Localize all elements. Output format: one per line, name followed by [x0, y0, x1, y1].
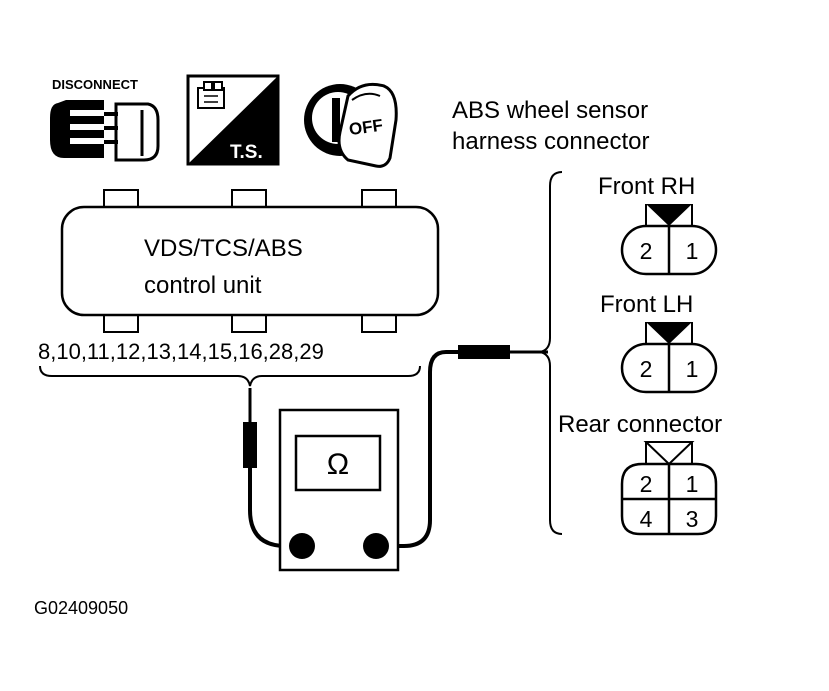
front-rh-connector: Front RH 2 1 [598, 173, 718, 276]
terminal-brace [39, 365, 421, 387]
disconnect-icon-group: DISCONNECT [50, 77, 160, 162]
front-lh-connector: Front LH 2 1 [600, 291, 718, 394]
ohmmeter: Ω [278, 408, 400, 572]
ignition-icon-group: OFF [304, 82, 398, 168]
rear-pin-a: 2 [640, 471, 653, 497]
test-switch-icon [186, 74, 280, 166]
control-unit: VDS/TCS/ABS control unit [60, 189, 440, 333]
meter-jack-right [363, 533, 389, 559]
ohmmeter-display [294, 434, 382, 492]
rear-pin-b: 1 [686, 471, 699, 497]
control-unit-subtitle: control unit [144, 272, 262, 299]
harness-title-line1: ABS wheel sensor [452, 97, 648, 124]
disconnect-label: DISCONNECT [52, 77, 138, 92]
harness-bracket [539, 171, 563, 535]
test-switch-icon-group: T.S. [186, 74, 280, 166]
rear-connector-label: Rear connector [558, 411, 722, 438]
control-unit-box [60, 205, 440, 317]
control-unit-name: VDS/TCS/ABS [144, 235, 303, 262]
harness-title-line2: harness connector [452, 128, 649, 155]
front-lh-pin-b: 1 [686, 356, 699, 382]
meter-jack-left [289, 533, 315, 559]
rear-pin-d: 3 [686, 506, 699, 532]
rear-connector: Rear connector 2 1 4 3 [558, 411, 722, 536]
figure-id: G02409050 [34, 598, 128, 618]
front-rh-pin-b: 1 [686, 238, 699, 264]
front-rh-pin-a: 2 [640, 238, 653, 264]
disconnect-connector-icon [50, 100, 160, 162]
test-switch-label: T.S. [230, 142, 263, 163]
front-lh-label: Front LH [600, 291, 693, 318]
front-lh-pin-a: 2 [640, 356, 653, 382]
front-rh-label: Front RH [598, 173, 695, 200]
rear-pin-c: 4 [640, 506, 653, 532]
ohm-symbol: Ω [327, 448, 349, 481]
terminal-numbers: 8,10,11,12,13,14,15,16,28,29 [38, 339, 324, 364]
ignition-key-off-icon [304, 82, 398, 168]
ignition-off-label: OFF [348, 116, 384, 140]
